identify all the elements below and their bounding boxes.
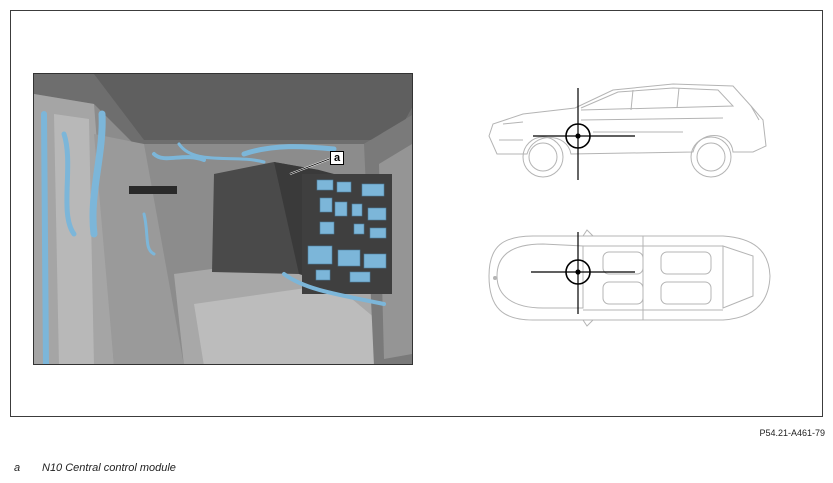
car-top-view [483,226,773,361]
location-crosshair-icon [531,232,635,314]
legend-item: a N10 Central control module [14,462,176,474]
install-location-illustration [33,73,413,365]
car-side-view [483,80,773,190]
legend-key: a [14,462,21,474]
callout-a-label: a [330,151,344,165]
legend-text: N10 Central control module [42,462,176,474]
location-crosshair-icon [533,88,635,180]
figure-reference-code: P54.21-A461-79 [759,428,825,438]
